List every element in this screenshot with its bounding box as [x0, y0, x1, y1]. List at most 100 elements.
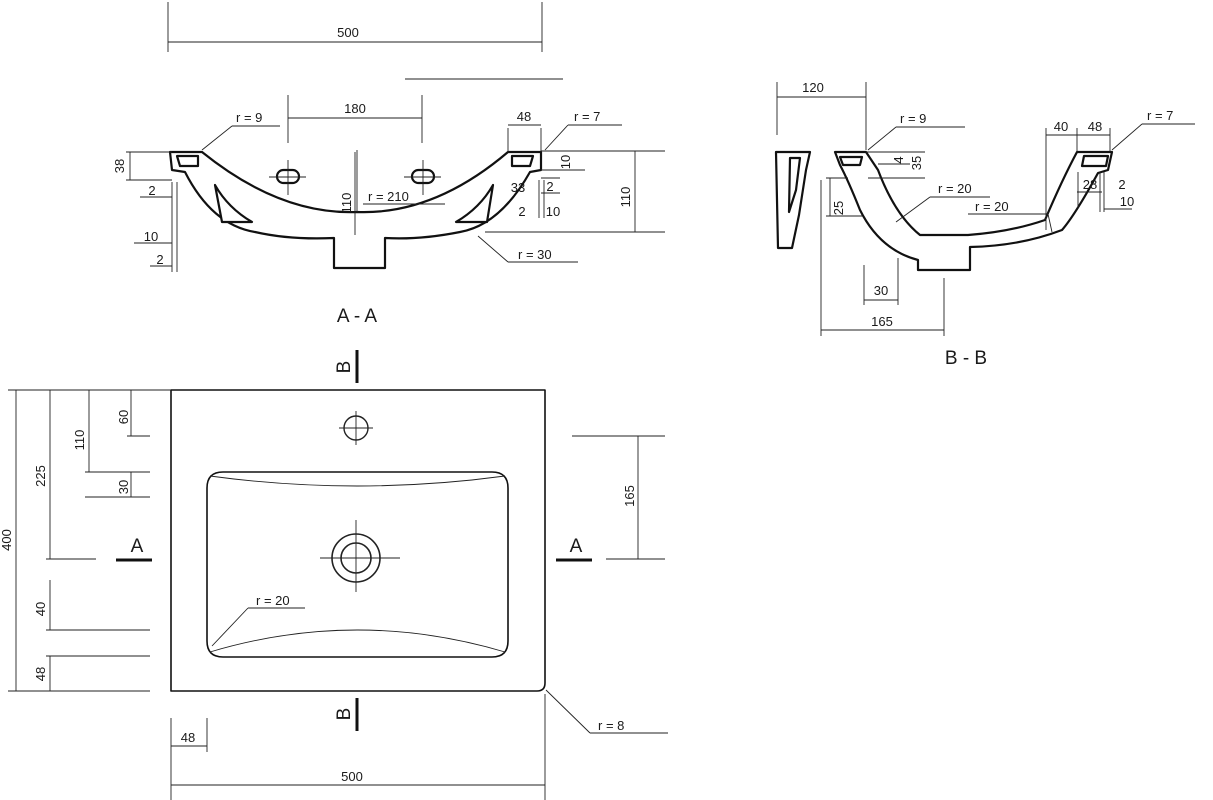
bb-front-rim-hook — [1080, 154, 1110, 168]
plan-110-label: 110 — [72, 430, 87, 451]
dim-aa-180-label: 180 — [344, 101, 366, 116]
plan-500-label: 500 — [341, 769, 363, 784]
aa-wing-left — [213, 183, 254, 224]
dim-plan-48: 48 — [33, 655, 150, 691]
aa-radius-7-callout: r = 7 — [544, 109, 622, 151]
bb-48-label: 48 — [1088, 119, 1102, 134]
aa-48-label: 48 — [517, 109, 531, 124]
dim-bb-4-35: 4 35 — [866, 151, 925, 179]
bb-r20b-label: r = 20 — [975, 199, 1009, 214]
bb-28-label: 28 — [1083, 177, 1097, 192]
plan-60-label: 60 — [116, 410, 131, 424]
section-bb: 120 r = 9 4 35 r = 20 — [774, 80, 1195, 369]
bb-25-label: 25 — [831, 201, 846, 215]
aa-10-lip-label: 10 — [558, 155, 573, 169]
section-marker-a-right: A — [556, 536, 592, 562]
aa-r30-label: r = 30 — [518, 247, 552, 262]
bb-radius-7-callout: r = 7 — [1111, 108, 1195, 151]
aa-10-right-label: 10 — [546, 204, 560, 219]
plan-basin-front-curve — [209, 629, 506, 653]
plan-48-label: 48 — [33, 667, 48, 681]
aa-10-left-label: 10 — [144, 229, 158, 244]
bb-120-label: 120 — [802, 80, 824, 95]
bb-back-rim-hook — [838, 155, 864, 167]
plan-30-label: 30 — [116, 480, 131, 494]
bb-radius-20-callout-a: r = 20 — [895, 181, 990, 223]
aa-gap-2c-label: 2 — [546, 179, 553, 194]
plan-400-label: 400 — [0, 529, 14, 551]
plan-tap-hole — [339, 411, 373, 445]
dim-plan-30: 30 — [85, 471, 150, 498]
bb-r7-label: r = 7 — [1147, 108, 1173, 123]
plan-side-48-label: 48 — [181, 730, 195, 745]
dim-bb-28-2-10: 28 2 10 — [1077, 172, 1134, 212]
aa-gap-2d-label: 2 — [518, 204, 525, 219]
section-aa: 500 180 — [112, 2, 665, 327]
bb-radius-9-callout: r = 9 — [867, 111, 965, 151]
dim-plan-225: 225 — [33, 390, 96, 560]
bb-radius-20-callout-b: r = 20 — [968, 199, 1053, 233]
bb-165-label: 165 — [871, 314, 893, 329]
bb-30-label: 30 — [874, 283, 888, 298]
dim-plan-60: 60 — [116, 390, 150, 437]
aa-38-label: 38 — [112, 159, 127, 173]
marker-b-bottom-label: B — [334, 708, 355, 721]
dim-bb-30: 30 — [863, 258, 899, 305]
marker-a-left-label: A — [131, 536, 144, 557]
plan-radius-20-callout: r = 20 — [211, 593, 305, 647]
plan-basin-back-curve — [209, 475, 506, 487]
section-marker-b-bottom: B — [334, 698, 359, 731]
dim-aa-500-label: 500 — [337, 25, 359, 40]
dim-bb-25: 25 — [826, 177, 862, 217]
bb-2-label: 2 — [1118, 177, 1125, 192]
bb-4-label: 4 — [891, 156, 906, 163]
plan-225-label: 225 — [33, 465, 48, 487]
aa-gap-2a-label: 2 — [148, 183, 155, 198]
dim-aa-left-gaps: 2 10 2 — [134, 182, 178, 272]
bb-35-label: 35 — [909, 156, 924, 170]
plan-40-label: 40 — [33, 602, 48, 616]
dim-plan-40: 40 — [33, 580, 150, 631]
marker-b-top-label: B — [334, 361, 355, 374]
dim-aa-bowl-110: 110 — [339, 152, 356, 235]
plan-basin-outline — [206, 471, 509, 658]
dim-aa-right-110: 110 — [485, 150, 665, 233]
dim-aa-overall-width: 500 — [167, 2, 543, 52]
aa-r210-label: r = 210 — [368, 189, 409, 204]
aa-33-label: 33 — [511, 180, 525, 195]
dim-aa-left-38: 38 — [112, 151, 172, 181]
bb-r9-label: r = 9 — [900, 111, 926, 126]
plan-waste-outlet — [320, 520, 400, 592]
dim-bb-rear-120: 120 — [776, 80, 867, 150]
bb-rear-wall-inner — [787, 156, 802, 214]
aa-rim-hook-right — [510, 154, 535, 168]
dim-bb-40-48: 40 48 — [1045, 119, 1111, 230]
marker-a-right-label: A — [570, 536, 583, 557]
bb-basin-profile — [833, 150, 1114, 272]
bb-r20a-label: r = 20 — [938, 181, 972, 196]
aa-radius-210-callout: r = 210 — [363, 189, 445, 205]
section-bb-title: B - B — [945, 348, 987, 369]
aa-110-inner-label: 110 — [339, 193, 354, 214]
aa-r7-label: r = 7 — [574, 109, 600, 124]
bb-10-label: 10 — [1120, 194, 1134, 209]
aa-r9-label: r = 9 — [236, 110, 262, 125]
aa-gap-2b-label: 2 — [156, 252, 163, 267]
section-marker-a-left: A — [116, 536, 152, 562]
dim-plan-165: 165 — [572, 435, 665, 560]
aa-tap-hole-left — [269, 160, 306, 195]
plan-r20-label: r = 20 — [256, 593, 290, 608]
plan-radius-8-callout: r = 8 — [545, 689, 668, 734]
bb-40-label: 40 — [1054, 119, 1068, 134]
aa-tap-hole-right — [404, 160, 441, 195]
aa-radius-30-callout: r = 30 — [477, 235, 578, 263]
plan-165-label: 165 — [622, 485, 637, 507]
dim-bb-165: 165 — [820, 180, 945, 336]
plan-r8-label: r = 8 — [598, 718, 624, 733]
dim-aa-rim-48: 48 — [507, 109, 542, 152]
aa-rim-hook-left — [175, 154, 200, 168]
dim-aa-tap-spacing: 180 — [287, 95, 423, 143]
section-marker-b-top: B — [334, 350, 359, 383]
dim-plan-500: 500 — [171, 694, 546, 800]
